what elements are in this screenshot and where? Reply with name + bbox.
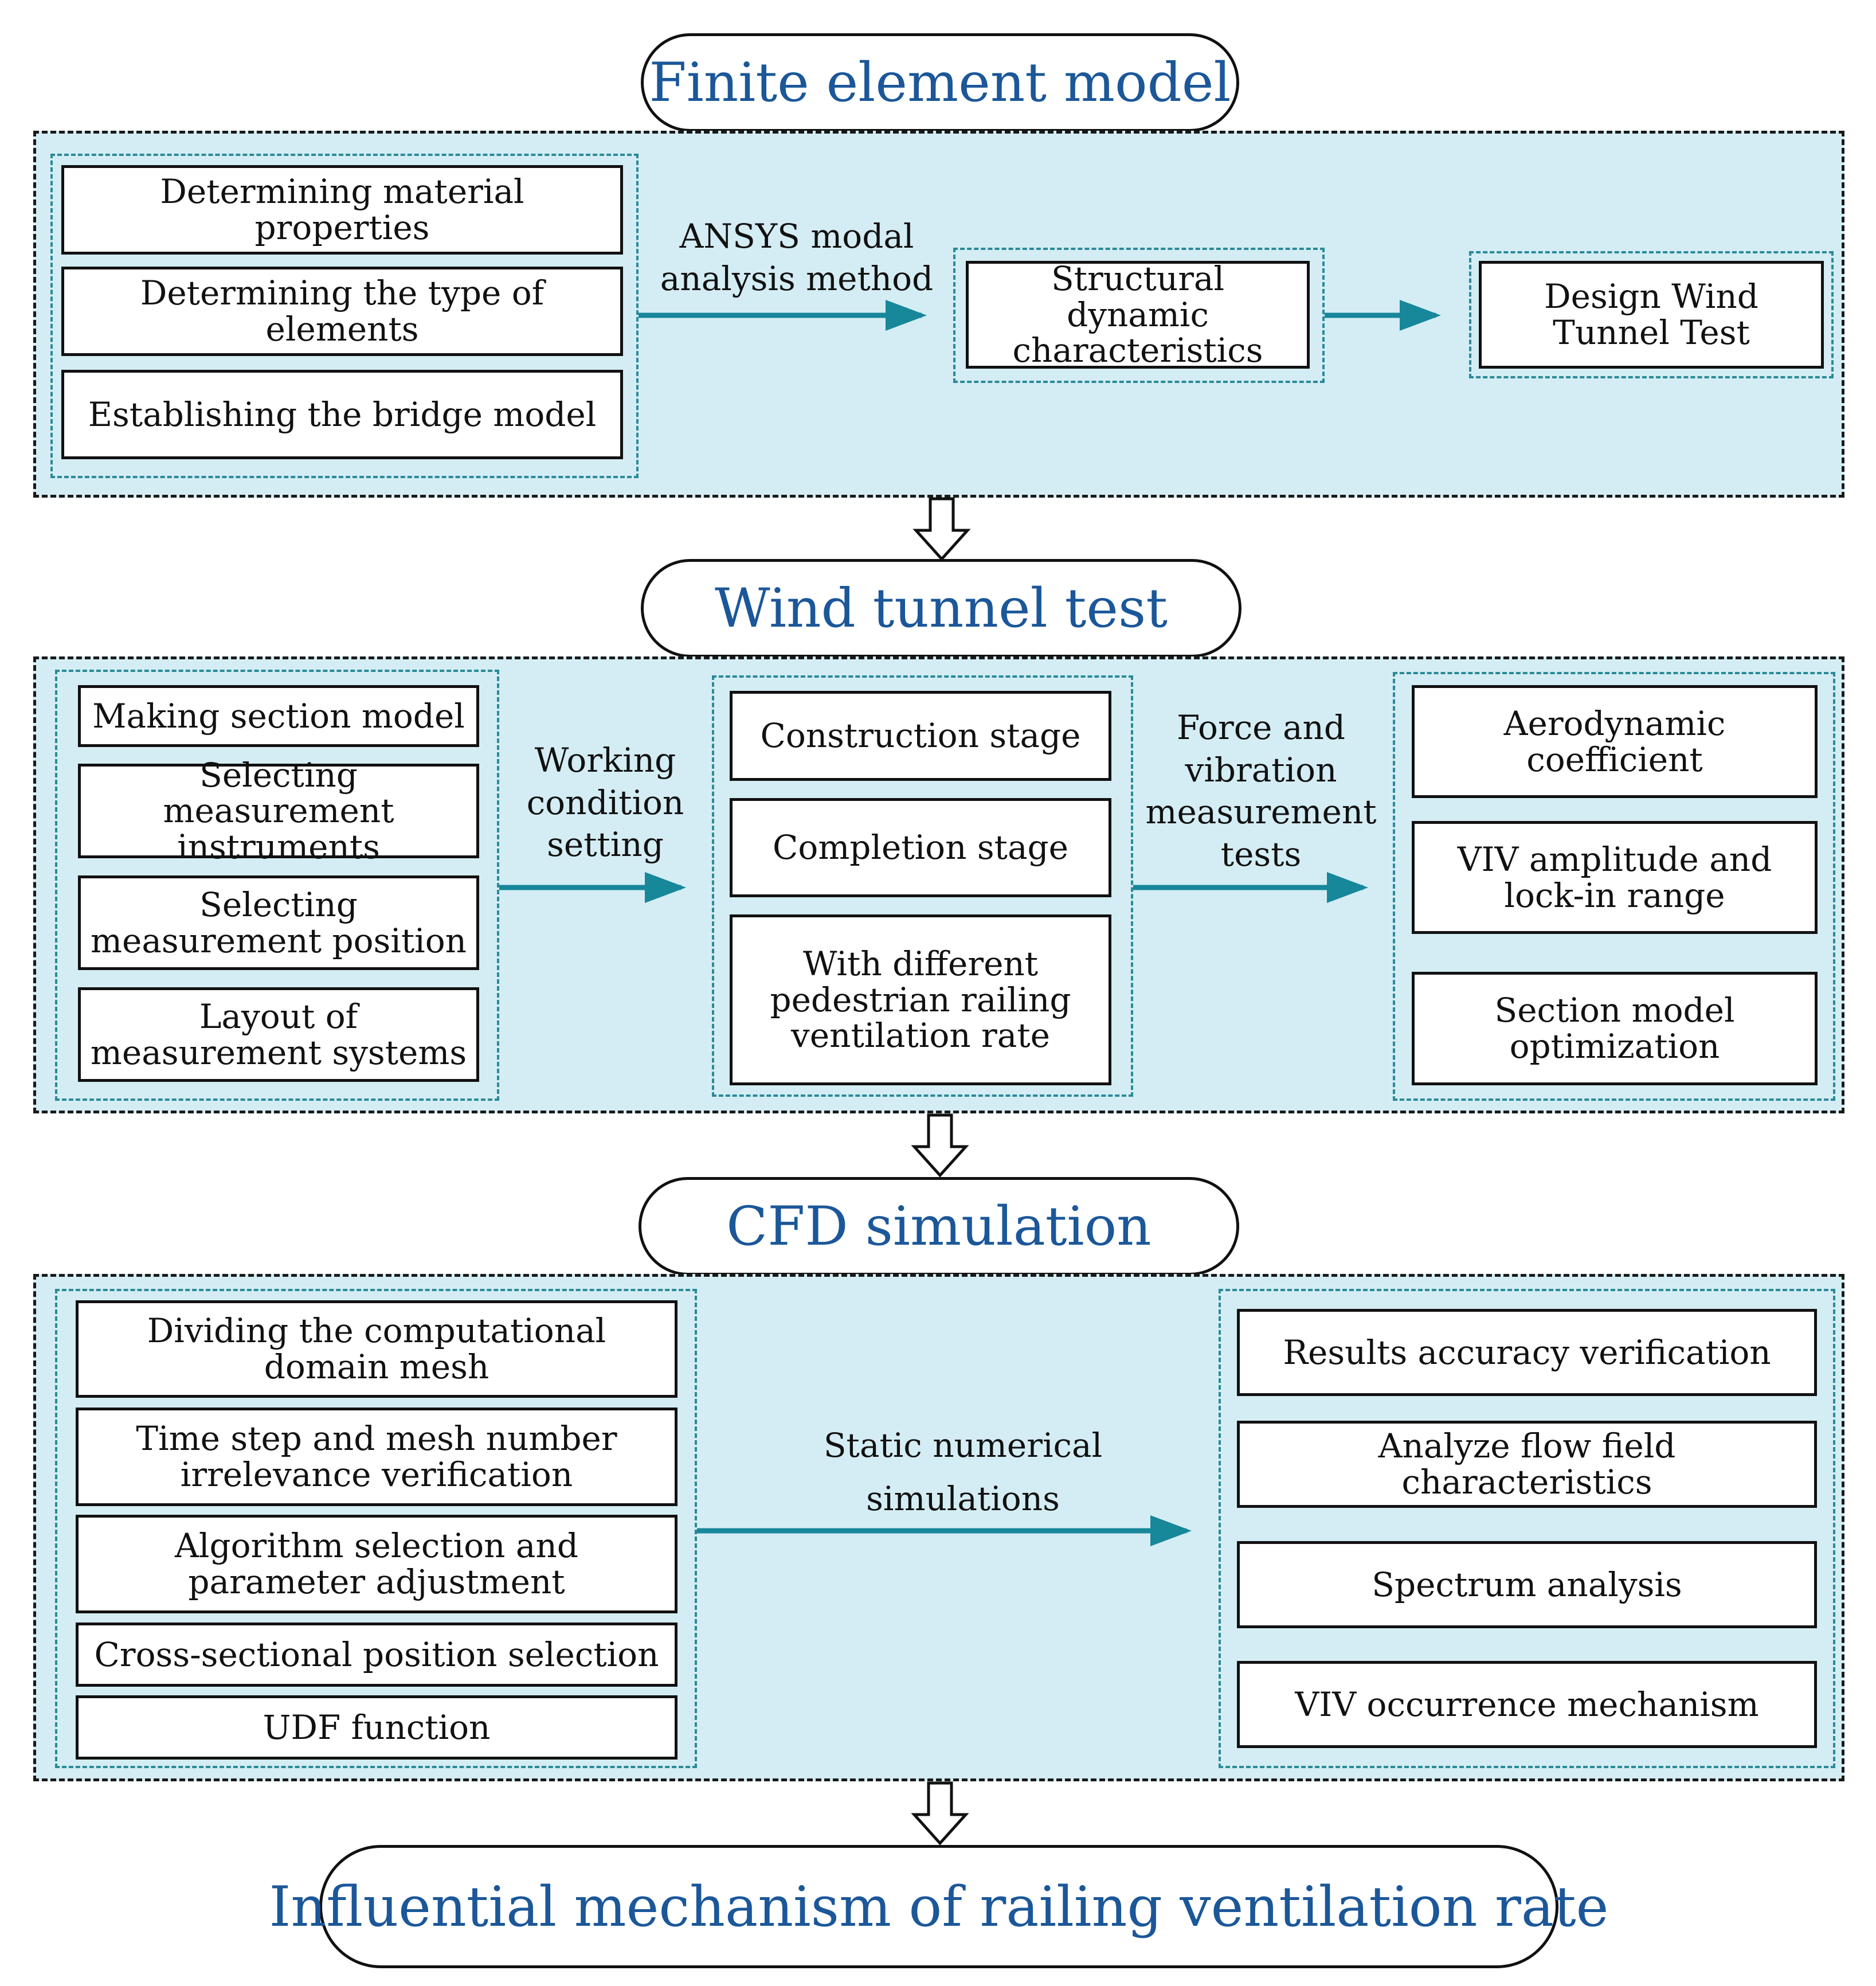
down-arrow-wtt-to-cfd bbox=[911, 1113, 969, 1178]
wtt-condition-ventilation: With different pedestrian railing ventil… bbox=[730, 914, 1111, 1085]
wtt-condition-construction: Construction stage bbox=[730, 691, 1111, 781]
cfd-input-algorithm: Algorithm selection and parameter adjust… bbox=[76, 1515, 677, 1613]
fem-arrow-label: ANSYS modal analysis method bbox=[660, 217, 934, 299]
wtt-arrow2-label: Force and vibration measurement tests bbox=[1145, 708, 1377, 874]
fem-input-elements: Determining the type of elements bbox=[61, 267, 623, 356]
wtt-input-section-model: Making section model bbox=[78, 685, 479, 747]
down-arrow-cfd-to-final bbox=[911, 1781, 969, 1846]
wtt-output-aero-coefficient: Aerodynamic coefficient bbox=[1412, 685, 1818, 798]
fem-input-material: Determining material properties bbox=[61, 165, 623, 255]
cfd-output-accuracy: Results accuracy verification bbox=[1237, 1309, 1817, 1396]
stage-title-fem: Finite element model bbox=[641, 33, 1239, 132]
wtt-condition-completion: Completion stage bbox=[730, 798, 1111, 897]
fem-dynamic-characteristics: Structural dynamic characteristics bbox=[966, 261, 1310, 369]
cfd-input-cross-section: Cross-sectional position selection bbox=[76, 1623, 677, 1687]
wtt-output-group bbox=[1393, 672, 1835, 1101]
cfd-output-viv-mechanism: VIV occurrence mechanism bbox=[1237, 1661, 1817, 1748]
cfd-arrow-label: Static numerical simulations bbox=[823, 1426, 1103, 1518]
cfd-output-flow-field: Analyze flow field characteristics bbox=[1237, 1421, 1817, 1508]
cfd-input-group bbox=[55, 1289, 697, 1768]
cfd-output-group bbox=[1219, 1289, 1835, 1768]
fem-input-group bbox=[50, 154, 639, 478]
wtt-output-viv-amplitude: VIV amplitude and lock-in range bbox=[1412, 821, 1818, 934]
fem-output-group bbox=[1469, 251, 1834, 378]
stage-title-wtt: Wind tunnel test bbox=[641, 559, 1241, 658]
cfd-input-mesh: Dividing the computational domain mesh bbox=[76, 1300, 677, 1398]
wtt-input-group bbox=[55, 670, 499, 1101]
cfd-input-udf: UDF function bbox=[76, 1695, 677, 1760]
fem-input-bridge-model: Establishing the bridge model bbox=[61, 370, 623, 459]
cfd-input-irrelevance: Time step and mesh number irrelevance ve… bbox=[76, 1408, 677, 1506]
wtt-input-instruments: Selecting measurement instruments bbox=[78, 757, 479, 865]
down-arrow-fem-to-wtt bbox=[912, 497, 971, 561]
stage-title-final: Influential mechanism of railing ventila… bbox=[269, 1845, 1608, 1968]
cfd-output-spectrum: Spectrum analysis bbox=[1237, 1541, 1817, 1628]
wtt-conditions-group bbox=[712, 675, 1133, 1097]
wtt-output-optimization: Section model optimization bbox=[1412, 972, 1818, 1085]
fem-design-wind-tunnel-test: Design Wind Tunnel Test bbox=[1479, 261, 1824, 369]
fem-middle-group bbox=[953, 248, 1325, 383]
wtt-arrow1-label: Working condition setting bbox=[526, 741, 684, 865]
wtt-input-position: Selecting measurement position bbox=[78, 875, 479, 970]
wtt-input-layout: Layout of measurement systems bbox=[78, 987, 479, 1082]
